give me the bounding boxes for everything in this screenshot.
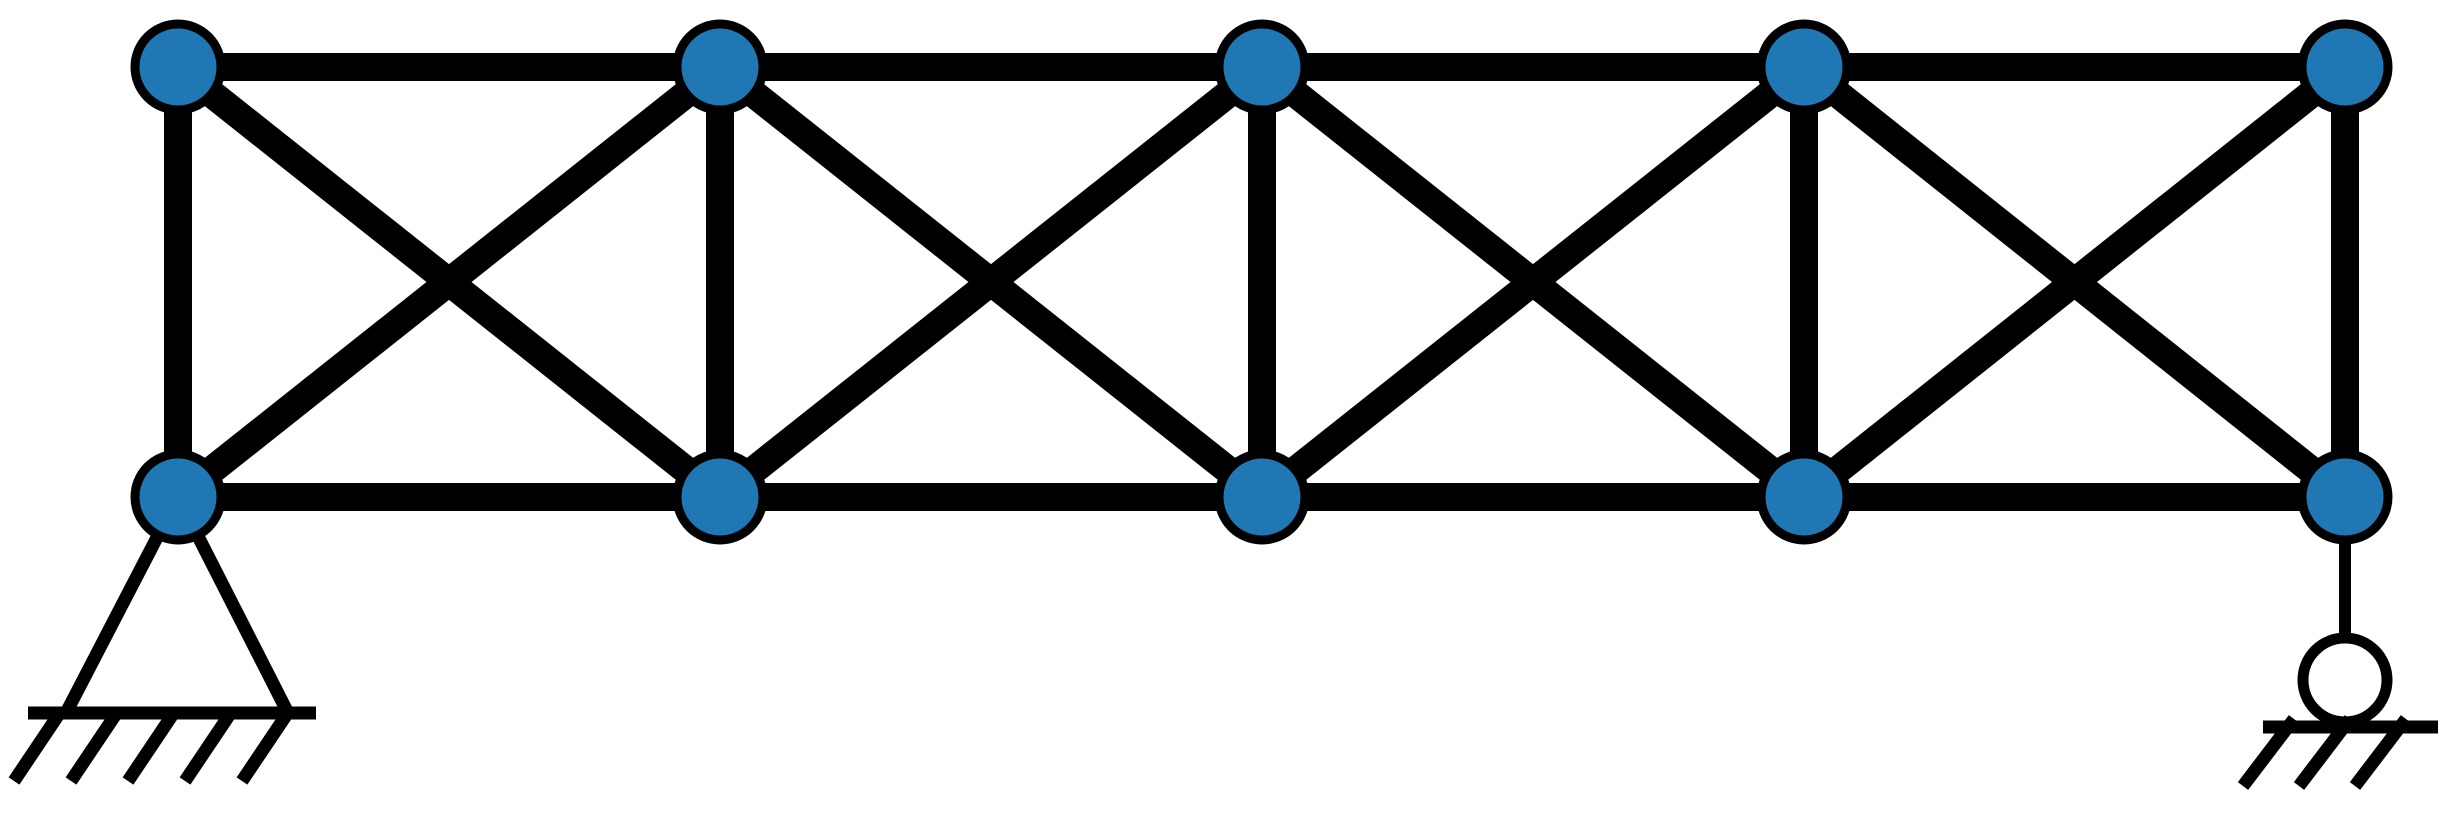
truss-member-B3-T4 [1253,56,1813,508]
truss-node-B5 [2297,449,2393,545]
truss-node-T5 [2297,19,2393,115]
truss-node-T3 [1214,19,1310,115]
roller-support-hatch-2 [2293,715,2356,790]
truss-node-T1 [130,19,226,115]
truss-node-B1 [130,449,226,545]
truss-node-T4 [1756,19,1852,115]
pin-support-hatch-4 [179,710,236,785]
truss-node-B3 [1214,449,1310,545]
pin-support-hatch-1 [8,710,65,785]
truss-node-B4 [1756,449,1852,545]
truss-member-B4-T5 [1795,56,2354,508]
truss-node-B2 [672,449,768,545]
truss-member-B2-T3 [711,56,1271,508]
roller-support-wheel [2297,632,2393,728]
truss-member-B1-T2 [169,56,729,508]
pin-support-hatch-2 [65,710,122,785]
truss-node-T2 [672,19,768,115]
pin-support-hatch-3 [122,710,179,785]
pin-support-hatch-5 [236,710,293,785]
roller-support-hatch-3 [2349,715,2412,790]
roller-support-hatch-1 [2237,715,2300,790]
